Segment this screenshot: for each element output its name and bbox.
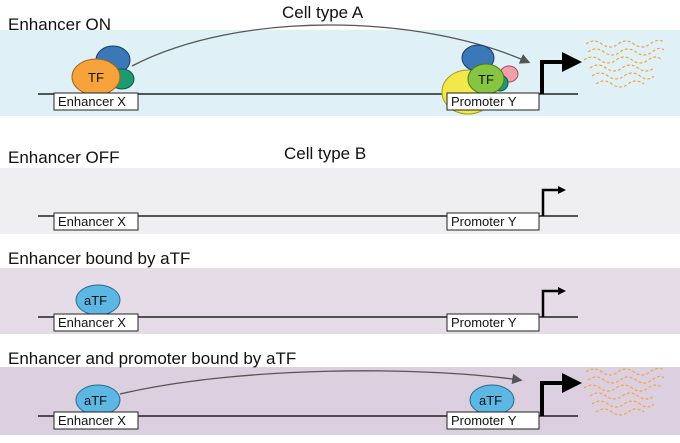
panel-a-promoter-box bbox=[446, 92, 540, 111]
panel-a-enhancer-label: Enhancer X bbox=[58, 94, 126, 109]
panel-b-cell-type: Cell type B bbox=[284, 144, 366, 163]
panel-a-heading: Enhancer ON bbox=[8, 15, 111, 34]
panel-d-promoter-label: Promoter Y bbox=[451, 413, 517, 428]
panel-b-enhancer-box bbox=[53, 212, 139, 231]
panel-enhancer-bound-atf: Enhancer bound by aTF aTF Enhancer X Pro… bbox=[0, 249, 680, 334]
panel-enhancer-off: Enhancer OFF Cell type B Enhancer X Prom… bbox=[0, 144, 680, 234]
panel-a-tss-arrow bbox=[540, 60, 566, 94]
panel-d-heading: Enhancer and promoter bound by aTF bbox=[8, 349, 296, 368]
panel-a-enhancer-tf-label: TF bbox=[88, 70, 104, 85]
panel-a-cell-type: Cell type A bbox=[282, 3, 364, 22]
panel-d-enhancer-box bbox=[53, 411, 139, 430]
panel-b-tss-arrowhead bbox=[558, 186, 566, 194]
panel-c-enhancer-box bbox=[53, 313, 139, 332]
panel-d-promoter-box bbox=[446, 411, 540, 430]
panel-c-tss-arrowhead bbox=[558, 287, 566, 295]
panel-d-tss-arrow bbox=[540, 381, 566, 416]
panel-a-transcripts bbox=[583, 39, 665, 88]
panel-a-promoter-label: Promoter Y bbox=[451, 94, 517, 109]
panel-d-activation-arrow bbox=[119, 370, 523, 395]
panel-b-enhancer-label: Enhancer X bbox=[58, 214, 126, 229]
panel-d-enhancer-label: Enhancer X bbox=[58, 413, 126, 428]
panel-d-promoter-atf-label: aTF bbox=[479, 393, 502, 408]
panel-enhancer-promoter-bound-atf: Enhancer and promoter bound by aTF aTF E… bbox=[0, 349, 680, 435]
panel-c-promoter-box bbox=[446, 313, 540, 332]
panel-c-enhancer-label: Enhancer X bbox=[58, 315, 126, 330]
panel-d-enhancer-atf-label: aTF bbox=[84, 393, 107, 408]
panel-b-tss-arrow bbox=[541, 188, 560, 216]
panel-c-heading: Enhancer bound by aTF bbox=[8, 249, 190, 268]
panel-d-tss-arrowhead bbox=[562, 373, 582, 393]
panel-a-enhancer-box bbox=[53, 92, 139, 111]
panel-b-heading: Enhancer OFF bbox=[8, 148, 120, 167]
panel-c-tss-arrow bbox=[541, 289, 560, 317]
panel-a-promoter-tf-label: TF bbox=[478, 72, 494, 87]
panel-d-transcripts bbox=[583, 367, 665, 416]
panel-b-promoter-label: Promoter Y bbox=[451, 214, 517, 229]
panel-c-promoter-label: Promoter Y bbox=[451, 315, 517, 330]
panel-b-promoter-box bbox=[446, 212, 540, 231]
panel-enhancer-on: Enhancer ON Cell type A TF Enhancer X TF… bbox=[0, 3, 680, 116]
panel-c-atf-label: aTF bbox=[84, 293, 107, 308]
panel-a-tss-arrowhead bbox=[562, 52, 582, 72]
